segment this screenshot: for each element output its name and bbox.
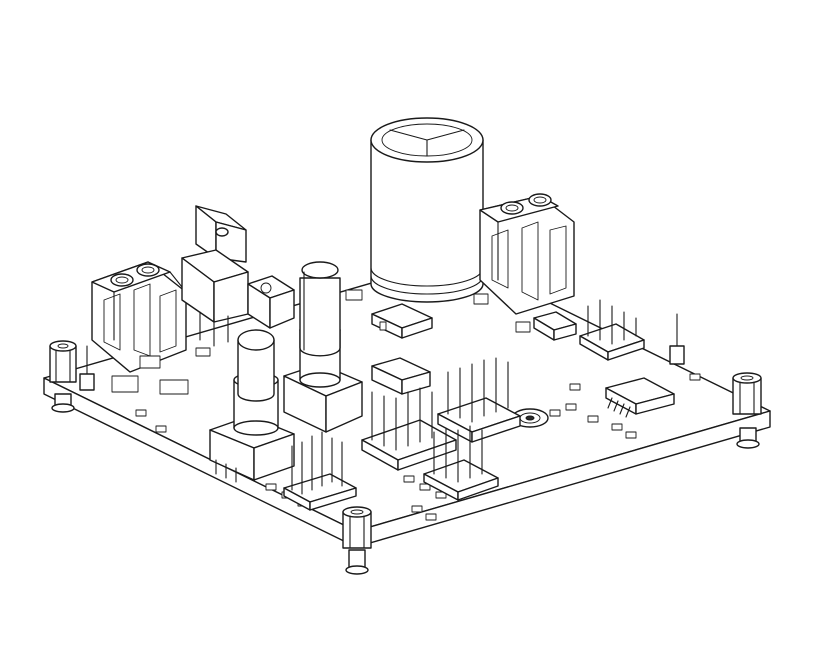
screw-terminal-right: [479, 193, 575, 315]
single-pin-right: [669, 313, 685, 365]
pin-header-lower-center: [423, 425, 499, 501]
voltage-regulator: [181, 205, 249, 347]
trimmer-component: [247, 275, 295, 329]
pin-header-front: [283, 431, 357, 511]
smd-switch: [533, 311, 577, 341]
smd-ic-square: [371, 357, 431, 395]
potentiometer-front: [209, 329, 295, 483]
standoff-front: [342, 506, 372, 575]
smd-ic-soic: [605, 377, 675, 418]
small-capacitor-cluster: [111, 289, 701, 521]
standoff-right: [732, 372, 762, 449]
single-pin-left: [79, 345, 95, 391]
pin-header-right-center: [437, 357, 521, 443]
smd-ic-dpak: [371, 303, 433, 339]
electrolytic-capacitor: [370, 117, 484, 303]
screw-terminal-left: [91, 261, 187, 373]
pin-header-center: [361, 387, 457, 471]
standoff-left: [49, 340, 77, 413]
pin-header-right: [579, 299, 645, 361]
potentiometer-rear: [283, 261, 363, 433]
